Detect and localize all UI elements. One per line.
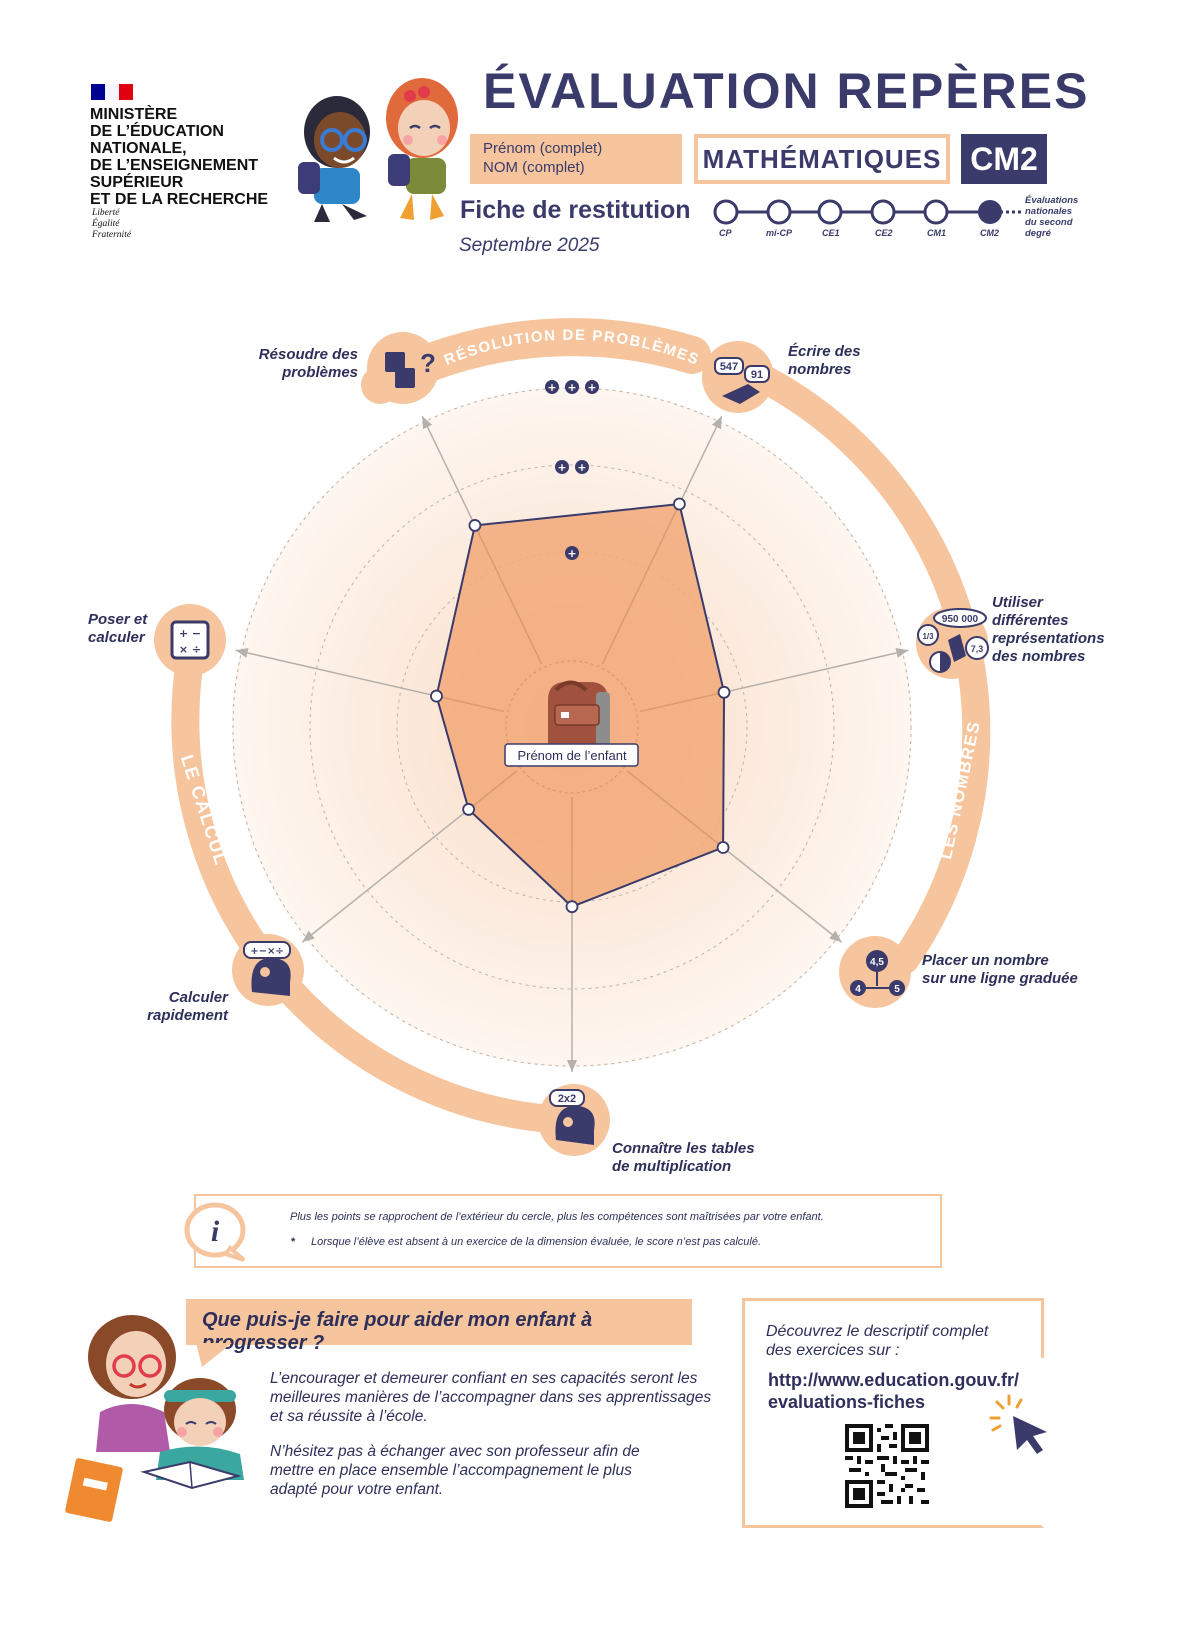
radar-arrowhead-rapide [302, 930, 315, 943]
last-name-placeholder: NOM (complet) [483, 159, 585, 176]
axis-label-resoudre: Résoudre des problèmes [258, 346, 358, 381]
score-point-ligne [716, 841, 730, 854]
help-question: Que puis-je faire pour aider mon enfant … [186, 1299, 692, 1354]
radar-arrowhead-ecrire [711, 416, 722, 430]
svg-text:+: + [577, 461, 586, 474]
axis-label-tables: Connaître les tables de multiplication [612, 1140, 755, 1175]
svg-text:4: 4 [855, 984, 861, 995]
svg-text:2x2: 2x2 [558, 1093, 576, 1105]
first-name-placeholder: Prénom (complet) [483, 140, 603, 157]
marianne-flag-icon [91, 84, 133, 100]
resources-intro: Découvrez le descriptif complet des exer… [766, 1323, 989, 1359]
axis-label-ligne: Placer un nombre sur une ligne graduée [922, 952, 1078, 987]
radar-ring-2 [309, 464, 835, 990]
icon-disc-ligne: 4,5 4 5 [839, 936, 911, 1008]
ministry-name: MINISTÈRE DE L’ÉDUCATION NATIONALE, DE L… [90, 106, 269, 208]
score-point-resoudre [468, 519, 482, 532]
radar-arrowhead-poser [235, 648, 249, 658]
info-line-1: Plus les points se rapprochent de l’exté… [290, 1211, 824, 1223]
svg-text:i: i [211, 1215, 220, 1248]
svg-text:+: + [567, 547, 576, 560]
svg-text:91: 91 [751, 369, 763, 381]
icon-disc-ecrire: 547 91 [702, 341, 774, 413]
svg-text:547: 547 [720, 361, 738, 373]
timeline-step-ce2: CE2 [875, 228, 893, 238]
icon-disc-representations: 950 000 7,3 1/3 [916, 607, 989, 679]
svg-text:1/3: 1/3 [922, 632, 934, 641]
radar-inner-spoke-rapide [468, 770, 518, 811]
speech-tail-icon [196, 1343, 232, 1367]
cursor-click-icon [989, 1394, 1047, 1454]
svg-text:+: + [567, 381, 576, 394]
radar-inner-spoke-poser [436, 695, 504, 713]
radar-arrowhead-ligne [829, 930, 842, 943]
axis-label-rapide: Calculer rapidement [147, 989, 228, 1024]
svg-text:+: + [557, 461, 566, 474]
info-box [194, 1194, 942, 1268]
help-paragraph-1: L’encourager et demeurer confiant en ses… [270, 1370, 712, 1425]
axis-label-representations: Utiliser différentes représentations des… [992, 594, 1105, 665]
question-mark-icon: ? [420, 348, 436, 378]
score-point-tables [565, 900, 579, 914]
axis-label-ecrire: Écrire des nombres [788, 343, 861, 378]
grade-timeline [713, 199, 1022, 225]
info-bullet: * [291, 1236, 296, 1248]
svg-text:× ÷: × ÷ [179, 643, 201, 656]
backpack-icon [548, 680, 610, 760]
icon-disc-tables: 2x2 [538, 1084, 610, 1156]
level-badge: CM2 [961, 134, 1047, 184]
svg-text:950 000: 950 000 [942, 614, 979, 625]
republic-motto: Liberté Égalité Fraternité [92, 208, 132, 240]
level-marker-1: + [565, 546, 579, 560]
timeline-step-mi-cp: mi-CP [766, 228, 793, 238]
svg-text:5: 5 [894, 984, 900, 995]
competency-radar-chart: RÉSOLUTION DE PROBLÈMES + + + + + + Prén… [154, 318, 991, 1156]
info-line-2: Lorsque l’élève est absent à un exercice… [311, 1236, 762, 1248]
evaluation-date: Septembre 2025 [459, 235, 600, 256]
radar-inner-spoke-representations [640, 691, 725, 713]
resources-box-right [1041, 1298, 1044, 1358]
radar-inner-spoke-ecrire [601, 503, 681, 665]
axis-label-poser: Poser et calculer [88, 611, 148, 646]
icon-disc-resoudre: ? [367, 332, 439, 404]
svg-text:+: + [587, 381, 596, 394]
radar-arrowhead-resoudre [422, 416, 433, 430]
score-point-poser [430, 689, 443, 703]
radar-arrowhead-representations [895, 648, 909, 658]
sheet-title: Fiche de restitution [460, 196, 691, 224]
qr-code-icon[interactable] [845, 1424, 929, 1508]
child-name-label: Prénom de l’enfant [517, 748, 627, 763]
timeline-step-cp: CP [719, 228, 732, 238]
student-name-box: Prénom (complet) NOM (complet) [470, 134, 682, 184]
radar-arrowhead-tables [567, 1060, 577, 1072]
score-point-rapide [462, 803, 476, 816]
svg-text:4,5: 4,5 [870, 957, 884, 968]
children-illustration [298, 78, 458, 222]
info-icon: i [184, 1202, 246, 1262]
svg-text:+ −: + − [179, 627, 201, 640]
svg-text:7,3: 7,3 [971, 644, 984, 654]
timeline-step-ce1: CE1 [822, 228, 840, 238]
help-paragraph-2: N’hésitez pas à échanger avec son profes… [270, 1443, 640, 1498]
radar-inner-spoke-ligne [626, 770, 724, 849]
svg-text:+−×÷: +−×÷ [250, 946, 284, 957]
svg-text:+: + [547, 381, 556, 394]
page-title: ÉVALUATION REPÈRES [483, 63, 1090, 119]
child-name-tag [504, 743, 639, 767]
timeline-step-cm1: CM1 [927, 228, 947, 238]
level-marker-3: + + + [545, 380, 599, 394]
resources-link[interactable]: http://www.education.gouv.fr/ evaluation… [768, 1370, 1019, 1412]
score-point-ecrire [672, 497, 686, 511]
resources-box [742, 1298, 1044, 1528]
level-marker-2: + + [555, 460, 589, 474]
ministry-logo [91, 84, 133, 104]
radar-inner-spoke-resoudre [474, 525, 543, 665]
timeline-step-cm2: CM2 [980, 228, 1000, 238]
icon-disc-rapide: +−×÷ [232, 934, 304, 1006]
icon-disc-poser: + − × ÷ [154, 604, 226, 676]
parent-child-reading-illustration [65, 1315, 244, 1522]
score-point-representations [717, 685, 731, 699]
timeline-next-note: Évaluations nationales du second degré [1025, 195, 1079, 239]
subject-badge: MATHÉMATIQUES [694, 134, 950, 184]
